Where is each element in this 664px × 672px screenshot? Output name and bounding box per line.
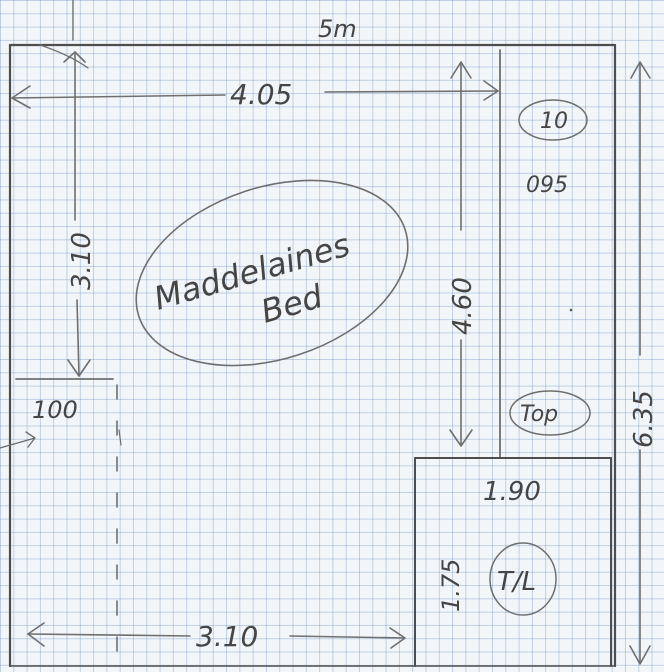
lower-width-label: 3.10 [196,620,258,653]
top-oval [509,390,591,436]
upper-width-label: 4.05 [230,78,292,111]
bath-oval [489,542,557,616]
small-box-oval [518,99,588,141]
left-arrow-stroke [0,431,36,449]
room-outline [8,43,617,668]
left-stub-label: 100 [32,396,78,424]
stray-dot [569,308,573,312]
small-box-label: 10 [540,109,568,134]
bath-width-label: 1.90 [483,477,541,507]
room-height-label: 6.35 [629,390,659,448]
bathroom-box [414,457,612,667]
room-height-dimension [629,61,651,665]
top-label: Top [520,402,558,427]
bath-depth-label: 1.75 [437,559,465,612]
lower-width-dimension [27,622,406,649]
stray-mark [118,429,122,446]
upper-width-dimension [11,80,499,109]
closet-length-label: 4.60 [448,277,478,335]
left-drop-dimension [63,51,91,377]
bath-label: T/L [497,567,536,597]
bed-oval [135,179,409,367]
small-box-depth-label: 095 [526,173,568,198]
left-drop-label: 3.10 [67,232,97,290]
closet-length-dimension [449,61,473,447]
width-label: 5m [318,15,357,43]
corner-stroke [39,44,89,69]
